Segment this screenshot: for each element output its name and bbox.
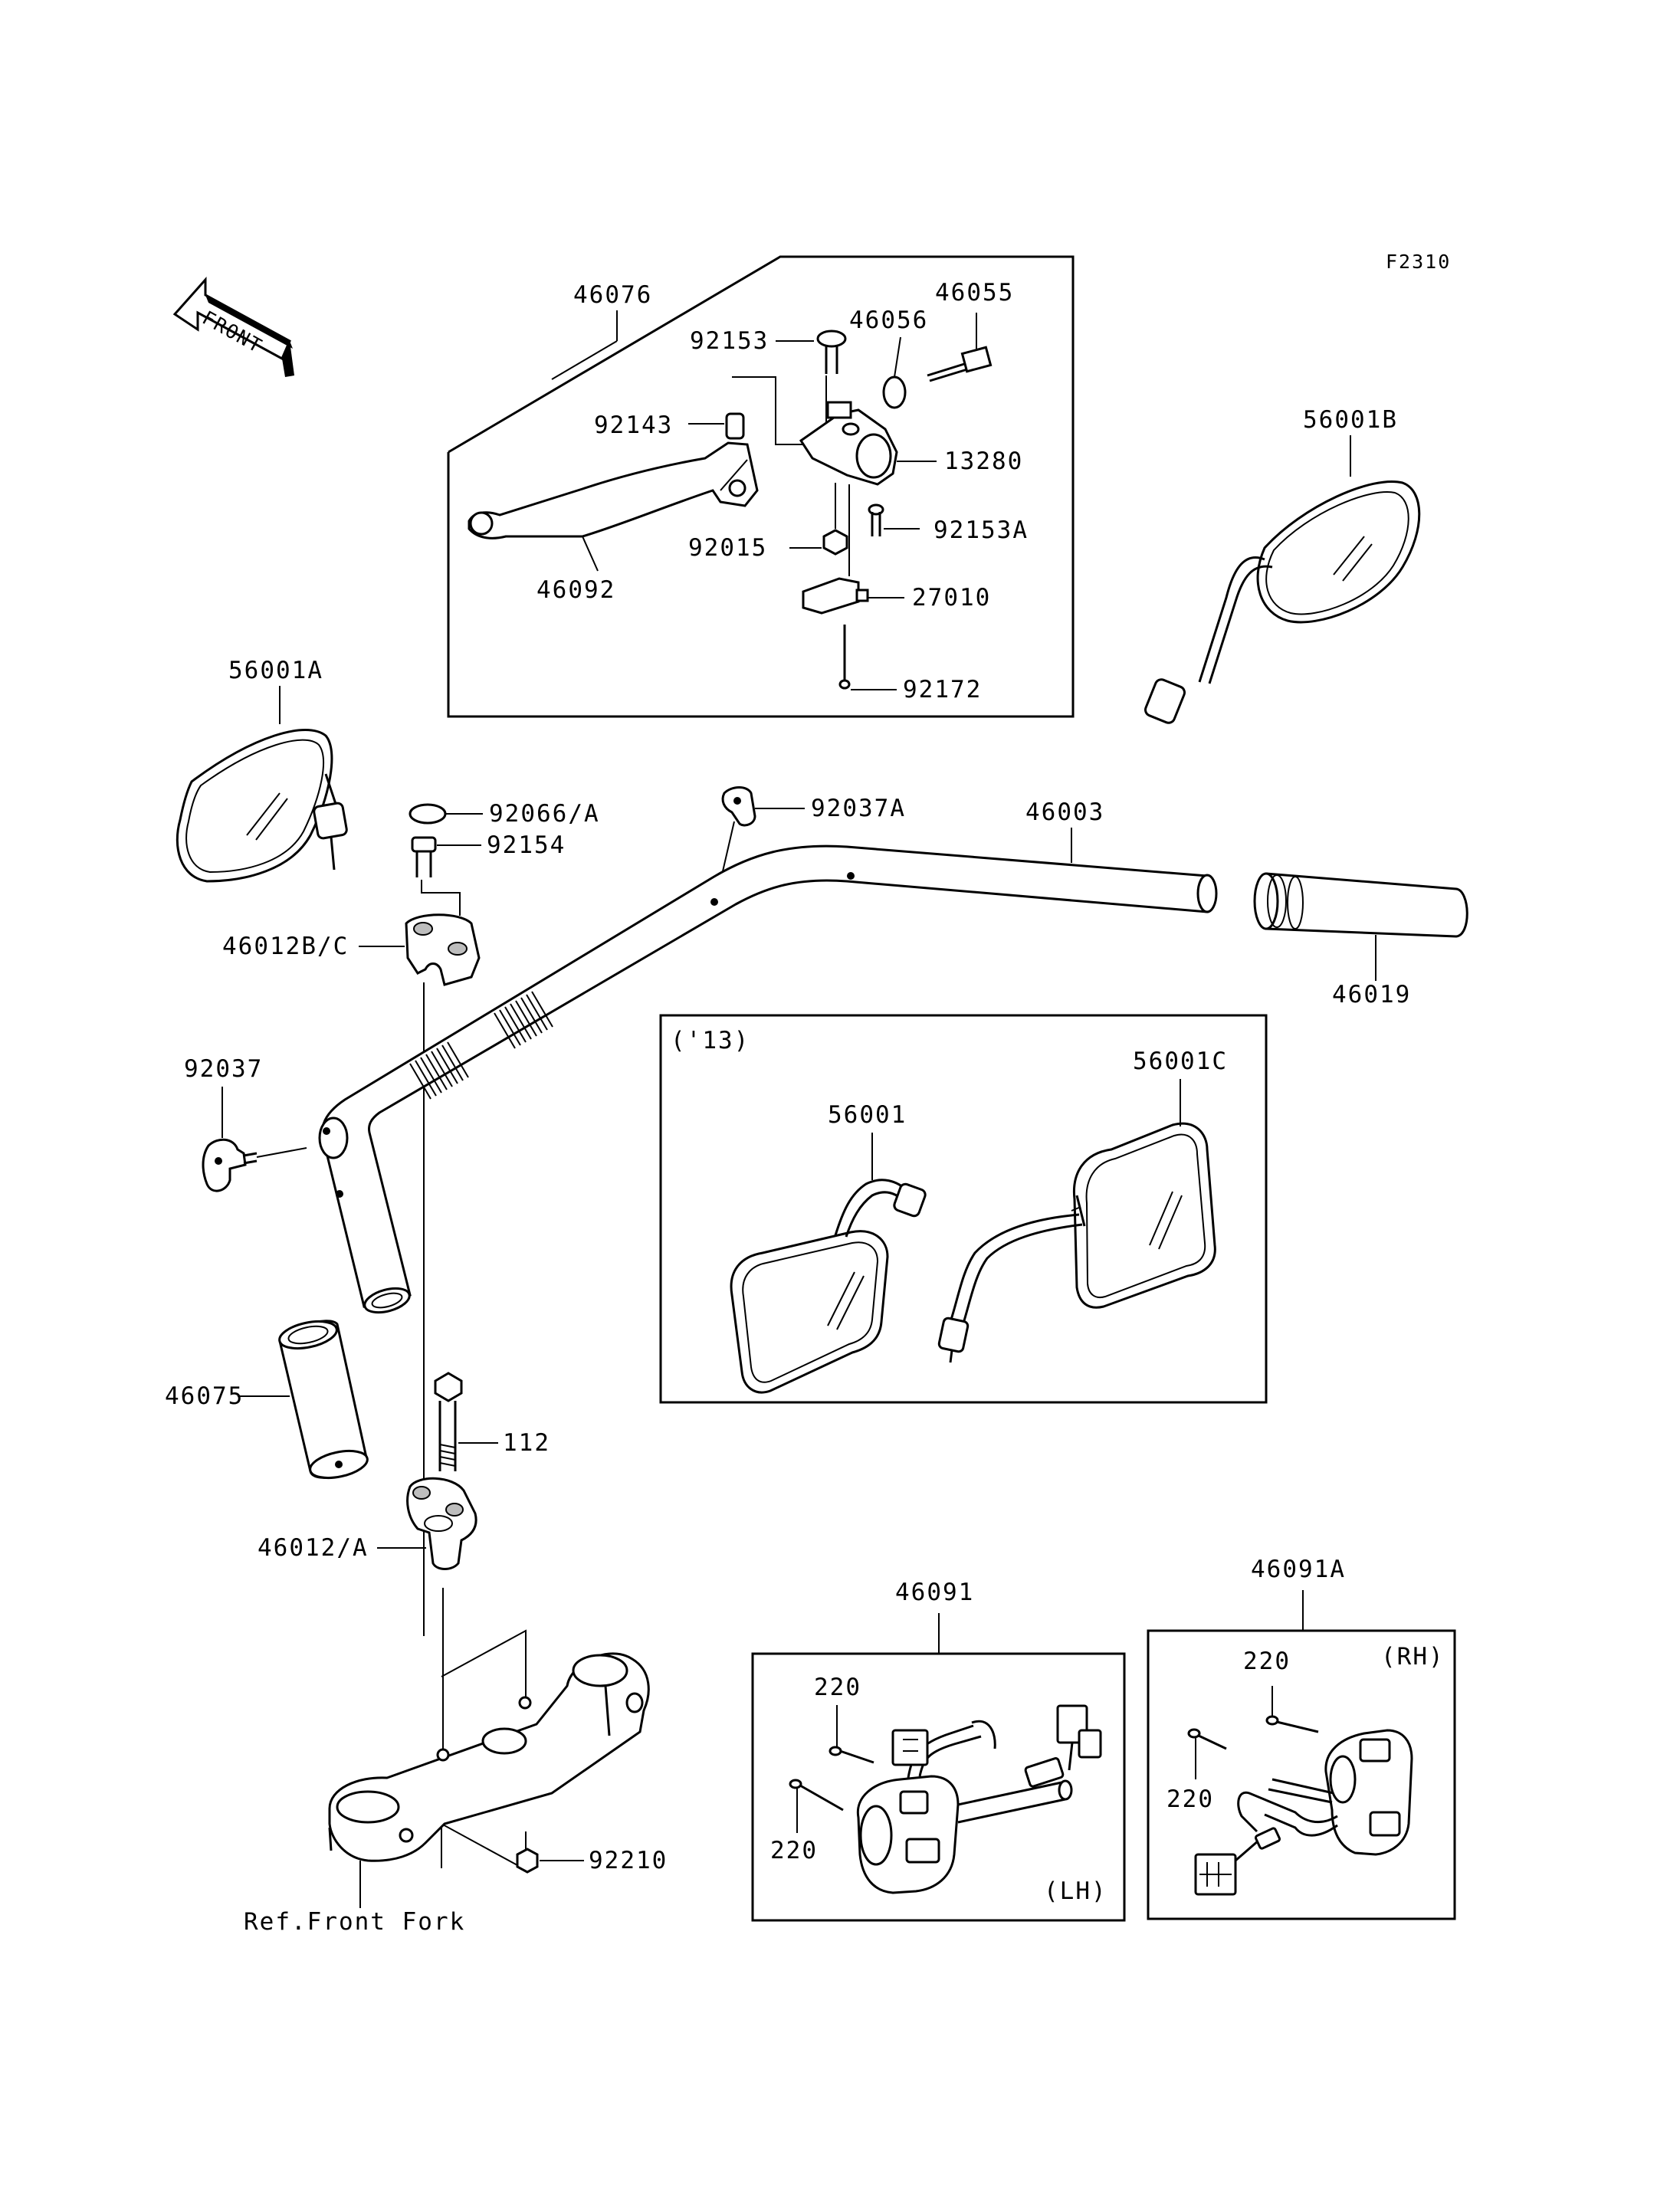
screw-92153A-icon [868,503,884,536]
bushing-92143-icon [725,412,745,440]
bolt-112-icon [434,1372,463,1471]
lh-switch-46091-icon [856,1704,1102,1894]
label-46056: 46056 [849,307,928,334]
cap-92066A-icon [409,803,447,825]
screw-220-lh-lower-icon [789,1779,844,1812]
clip-92037-icon [202,1138,258,1192]
label-13280: 13280 [944,448,1023,475]
handlebar-46003-icon [318,844,1218,1314]
screw-220-lh-upper-icon [829,1746,874,1764]
clutch-switch-27010-icon [802,577,869,615]
screw-220-rh-lower-icon [1187,1728,1227,1750]
upper-bracket-icon [328,1652,650,1862]
label-rh: (RH) [1381,1643,1445,1671]
figure-code: F2310 [1386,251,1451,273]
label-220-rh-lower: 220 [1166,1785,1214,1813]
label-92154: 92154 [487,831,566,859]
grip-46019-icon [1253,872,1468,938]
nut-92210-icon [516,1848,539,1874]
mirror-56001-icon [730,1179,927,1394]
bolt-92153-icon [816,330,847,374]
label-46091A: 46091A [1251,1556,1346,1583]
label-56001B: 56001B [1303,406,1398,434]
label-56001A: 56001A [228,657,323,684]
label-46012BC: 46012B/C [222,933,349,960]
screw-46055-icon [927,346,993,382]
label-112: 112 [503,1429,550,1457]
label-46075: 46075 [165,1382,244,1410]
screw-220-rh-upper-icon [1265,1715,1319,1733]
clip-92037A-icon [721,786,756,827]
label-92153: 92153 [690,327,769,355]
label-13: ('13) [671,1027,750,1054]
label-56001: 56001 [828,1101,907,1129]
label-92153A: 92153A [934,516,1029,544]
mirror-56001C-icon [937,1122,1216,1363]
label-92172: 92172 [903,676,982,703]
grip-46075-icon [278,1320,369,1480]
label-92037A: 92037A [811,795,906,822]
lever-assembly-box [447,255,1075,718]
upper-holder-46012BC-icon [405,913,481,986]
rh-switch-box [1147,1629,1456,1920]
mirror-56001B-icon [1144,480,1421,724]
label-lh: (LH) [1044,1877,1107,1905]
label-46055: 46055 [935,279,1014,307]
label-220-rh-upper: 220 [1243,1648,1291,1675]
label-46003: 46003 [1025,798,1104,826]
label-56001C: 56001C [1133,1048,1228,1075]
label-46091: 46091 [895,1579,974,1606]
label-92015: 92015 [688,534,767,562]
clutch-lever-46092-icon [468,441,759,539]
screw-92172-icon [838,625,851,690]
label-92066A: 92066/A [489,800,600,828]
collar-46056-icon [882,375,907,409]
lever-perch-13280-icon [799,401,898,486]
label-220-lh-lower: 220 [770,1837,818,1864]
label-46076: 46076 [573,281,652,309]
label-92143: 92143 [594,412,673,439]
mirror-56001A-icon [176,729,348,883]
label-27010: 27010 [912,584,991,612]
label-46012A: 46012/A [258,1534,369,1562]
label-ref-front-fork: Ref.Front Fork [244,1908,465,1936]
label-46092: 46092 [536,576,615,604]
label-92210: 92210 [589,1847,668,1874]
front-arrow-icon: FRONT [172,277,294,377]
rh-switch-46091A-icon [1194,1729,1413,1896]
mirror-2013-box [659,1014,1268,1404]
nut-92015-icon [822,529,848,556]
label-220-lh-upper: 220 [814,1674,861,1701]
label-46019: 46019 [1332,981,1411,1008]
bolt-92154-icon [411,836,437,877]
lower-holder-46012A-icon [406,1477,477,1570]
label-92037: 92037 [184,1055,263,1083]
